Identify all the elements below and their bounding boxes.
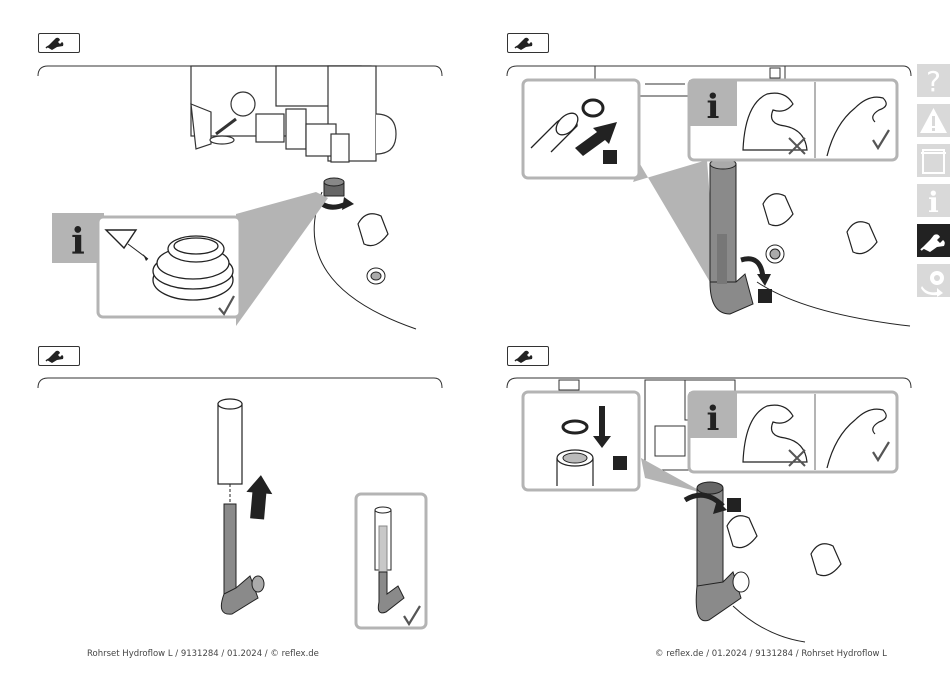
step-2-illustration: i	[505, 64, 915, 336]
sidebar-tab-product[interactable]	[917, 144, 950, 177]
question-icon: ?	[917, 64, 950, 97]
tool-badge-step-1	[38, 33, 80, 53]
tool-badge-step-4	[507, 346, 549, 366]
wrench-hand-icon	[39, 347, 79, 365]
svg-text:i: i	[707, 399, 720, 439]
sidebar-tab-help[interactable]: ?	[917, 64, 950, 97]
tool-badge-step-3	[38, 346, 80, 366]
warning-icon	[917, 104, 950, 137]
svg-text:?: ?	[926, 65, 941, 97]
step-1-illustration: i	[36, 64, 446, 336]
wrench-hand-icon	[508, 34, 548, 52]
cabinet-icon	[917, 144, 950, 177]
sidebar-tab-installation[interactable]	[917, 224, 950, 257]
sidebar-tab-safety[interactable]	[917, 104, 950, 137]
wrench-hand-icon	[917, 224, 950, 257]
footer-left: Rohrset Hydroflow L / 9131284 / 01.2024 …	[87, 649, 319, 659]
footer-right: © reflex.de / 01.2024 / 9131284 / Rohrse…	[655, 649, 887, 659]
svg-text:i: i	[707, 87, 720, 127]
svg-text:i: i	[71, 221, 85, 263]
step-4-illustration: i	[505, 376, 915, 644]
sidebar-tab-info[interactable]: i	[917, 184, 950, 217]
info-icon: i	[917, 184, 950, 217]
sidebar-tab-maintenance[interactable]	[917, 264, 950, 297]
wrench-hand-icon	[39, 34, 79, 52]
recycle-gear-icon	[917, 264, 950, 297]
tool-badge-step-2	[507, 33, 549, 53]
svg-text:i: i	[928, 186, 939, 217]
step-3-illustration	[36, 376, 446, 636]
wrench-hand-icon	[508, 347, 548, 365]
